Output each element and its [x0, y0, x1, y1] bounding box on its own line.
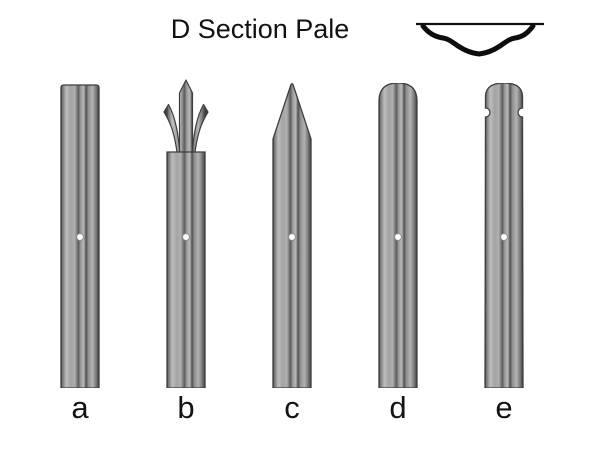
pale-label-a: a	[71, 390, 89, 425]
pale-d-round-top	[378, 83, 418, 388]
right-prong	[191, 103, 209, 157]
bolt-hole-icon	[500, 233, 508, 241]
bolt-hole-icon	[288, 233, 296, 241]
pale-c-pointed-top	[272, 83, 312, 388]
pale-b-triple-spike-top	[163, 79, 209, 388]
bolt-hole-icon	[394, 233, 402, 241]
left-prong	[163, 103, 181, 157]
d-section-profile-icon	[416, 22, 544, 57]
pale-label-b: b	[177, 390, 195, 425]
pale-label-c: c	[284, 390, 300, 425]
page-title: D Section Pale	[170, 14, 350, 44]
center-spike	[178, 79, 194, 157]
bolt-hole-icon	[76, 233, 84, 241]
pale-e-round-notched-top	[484, 83, 524, 388]
bolt-hole-icon	[182, 233, 190, 241]
pale-a-flat-top	[60, 84, 100, 388]
pale-label-d: d	[389, 390, 407, 425]
pale-label-e: e	[495, 390, 513, 425]
